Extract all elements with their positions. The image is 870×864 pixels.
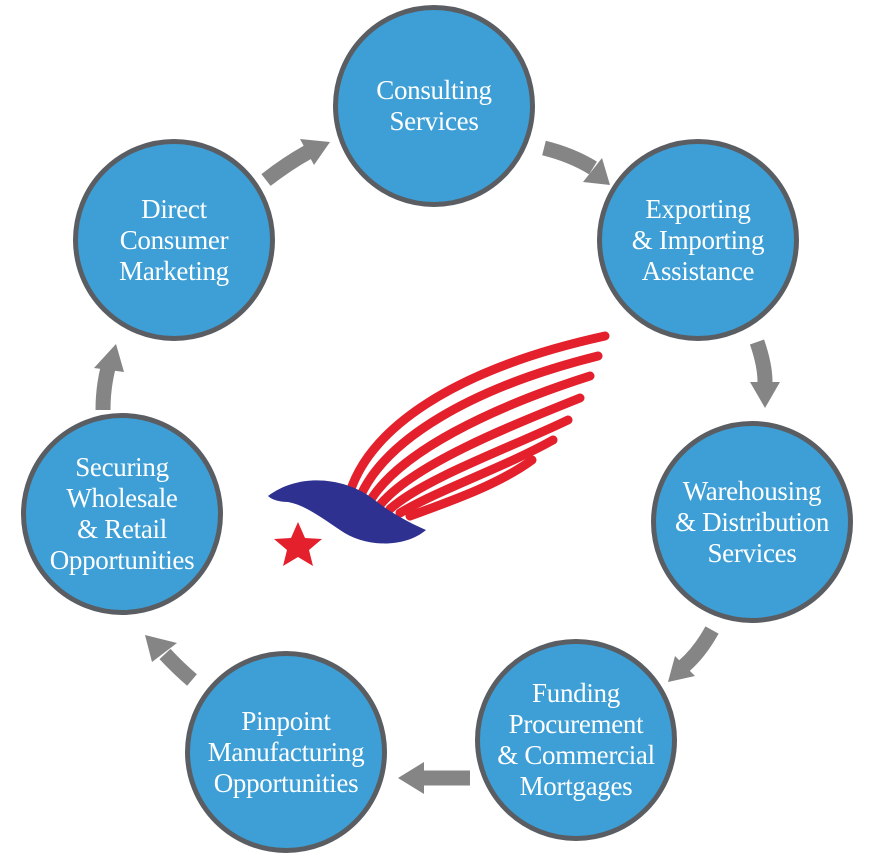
node-consulting-services: Consulting Services: [333, 5, 535, 207]
node-label: Warehousing & Distribution Services: [674, 475, 830, 568]
star-icon: [274, 522, 322, 566]
arrow-pinpoint-to-securing: [145, 635, 197, 686]
arrow-warehousing-to-funding: [668, 626, 719, 682]
node-direct-consumer-marketing: Direct Consumer Marketing: [73, 139, 275, 341]
wing-white-gaps: [354, 345, 603, 500]
eagle-head-blue: [268, 480, 426, 544]
arrow-funding-to-pinpoint: [398, 762, 470, 794]
node-funding-procurement: Funding Procurement & Commercial Mortgag…: [475, 639, 677, 841]
arrow-exporting-to-warehousing: [749, 339, 780, 408]
node-securing-wholesale: Securing Wholesale & Retail Opportunitie…: [21, 413, 223, 615]
node-pinpoint-manufacturing: Pinpoint Manufacturing Opportunities: [185, 651, 387, 853]
node-label: Securing Wholesale & Retail Opportunitie…: [49, 452, 195, 575]
node-exporting-importing: Exporting & Importing Assistance: [597, 139, 799, 341]
node-label: Direct Consumer Marketing: [119, 193, 229, 286]
node-label: Consulting Services: [376, 75, 492, 136]
arrow-consulting-to-exporting: [542, 140, 610, 185]
wing-red-stripes: [345, 331, 610, 521]
node-label: Pinpoint Manufacturing Opportunities: [207, 705, 365, 798]
node-label: Exporting & Importing Assistance: [631, 193, 765, 286]
node-label: Funding Procurement & Commercial Mortgag…: [497, 678, 655, 801]
node-warehousing-distribution: Warehousing & Distribution Services: [651, 421, 853, 623]
arrow-direct-to-consulting: [261, 139, 330, 186]
arrow-securing-to-direct: [94, 344, 124, 411]
